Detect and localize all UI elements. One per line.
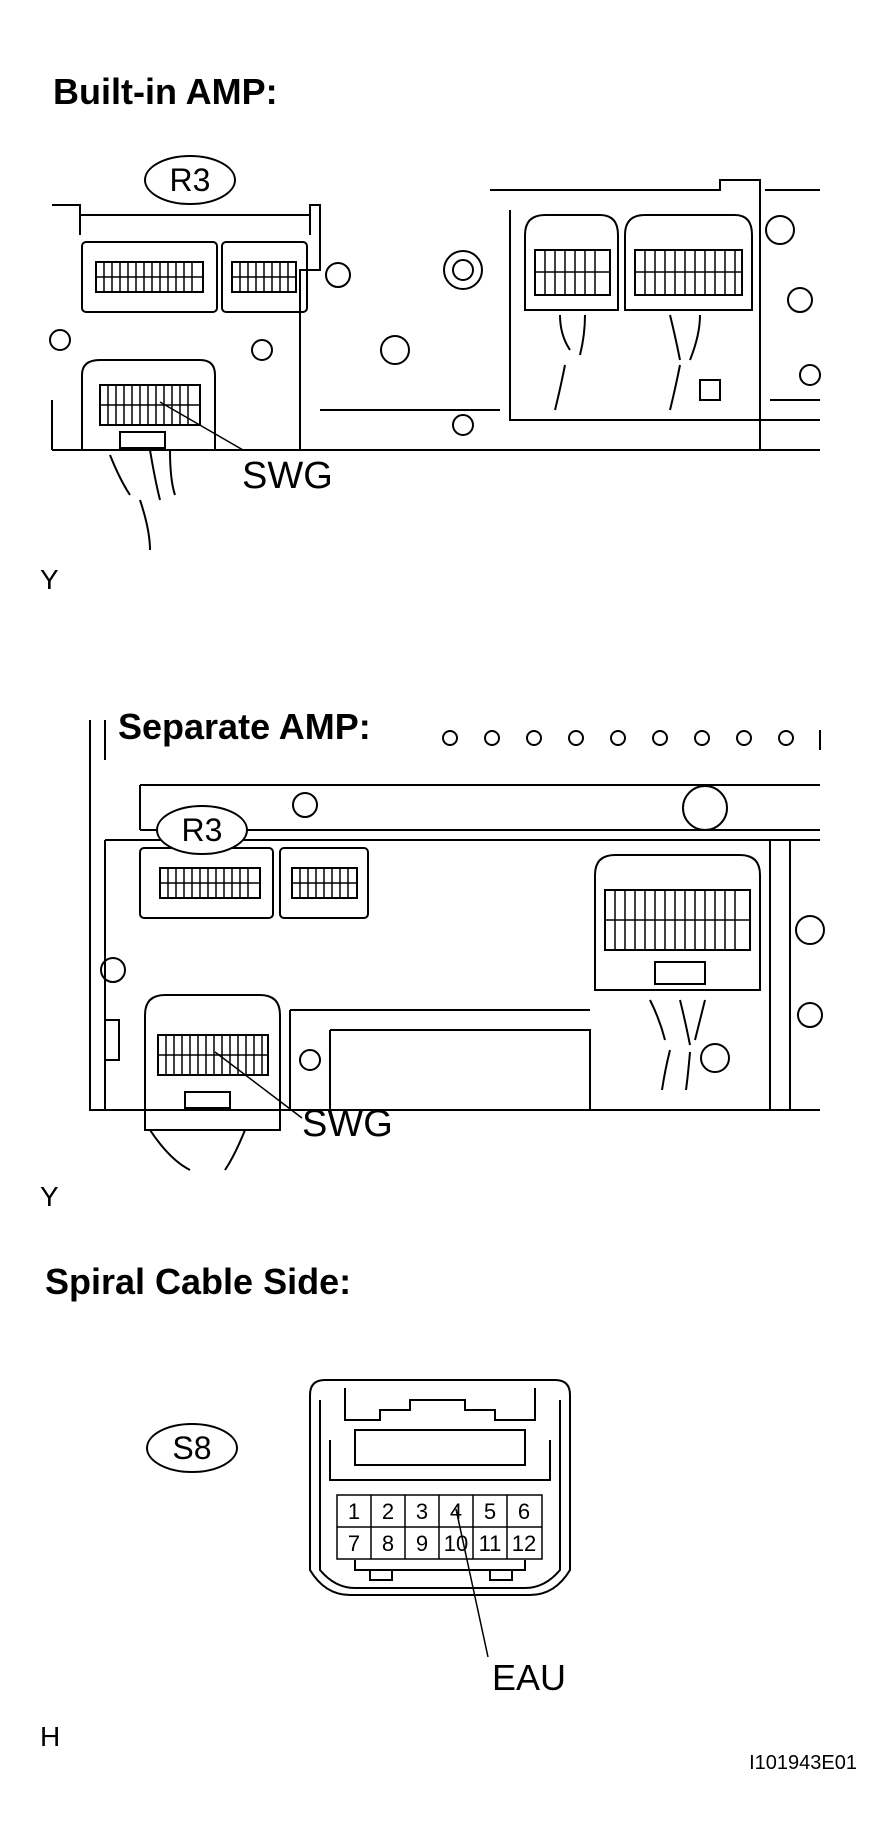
swg-callout-separate: SWG bbox=[302, 1103, 393, 1145]
figure-id: I101943E01 bbox=[749, 1752, 857, 1774]
right-connector-b bbox=[624, 214, 753, 311]
r3-label-built-in: R3 bbox=[170, 162, 211, 198]
separate-amp-title: Separate AMP: bbox=[118, 707, 375, 747]
pin-11: 11 bbox=[479, 1531, 502, 1556]
pin-8: 8 bbox=[382, 1531, 394, 1556]
pin-3: 3 bbox=[416, 1499, 428, 1524]
view-code-separate: Y bbox=[40, 1181, 59, 1212]
r3-badge-built-in: R3 bbox=[144, 155, 236, 205]
spiral-cable-title: Spiral Cable Side: bbox=[45, 1261, 352, 1302]
swg-callout-built-in: SWG bbox=[242, 455, 333, 497]
pin-12: 12 bbox=[512, 1531, 536, 1556]
r3-connector-right bbox=[221, 241, 308, 313]
built-in-amp-drawing bbox=[49, 179, 821, 551]
swg-connector-sep bbox=[144, 994, 281, 1111]
view-code-spiral: H bbox=[40, 1721, 61, 1752]
spiral-connector-face bbox=[309, 1379, 571, 1596]
eau-leader bbox=[455, 1508, 489, 1658]
s8-label: S8 bbox=[172, 1430, 211, 1466]
swg-label-separate: SWG bbox=[302, 1103, 393, 1145]
view-code-built-in: Y bbox=[40, 564, 59, 595]
r3-label-separate: R3 bbox=[182, 812, 223, 848]
r3-connector-sep-right bbox=[279, 847, 369, 919]
pin-7: 7 bbox=[348, 1531, 360, 1556]
built-in-amp-title: Built-in AMP: bbox=[53, 71, 278, 112]
pin-2: 2 bbox=[382, 1499, 394, 1524]
r3-badge-separate: R3 bbox=[156, 805, 248, 855]
swg-connector bbox=[81, 359, 216, 451]
pin-5: 5 bbox=[484, 1499, 496, 1524]
s8-badge: S8 bbox=[146, 1423, 238, 1473]
right-connector-a bbox=[524, 214, 619, 311]
pin-1: 1 bbox=[348, 1499, 360, 1524]
separate-amp-drawing bbox=[89, 720, 825, 1171]
swg-label-built-in: SWG bbox=[242, 455, 333, 497]
right-connector-sep bbox=[594, 854, 761, 991]
eau-label: EAU bbox=[492, 1657, 566, 1698]
eau-callout: EAU bbox=[492, 1657, 566, 1698]
bracket-outline bbox=[52, 204, 321, 451]
r3-connector-left bbox=[81, 241, 218, 313]
pin-9: 9 bbox=[416, 1531, 428, 1556]
pin-6: 6 bbox=[518, 1499, 530, 1524]
spiral-pin-grid: 1 2 3 4 5 6 7 8 9 10 11 12 bbox=[336, 1494, 543, 1560]
